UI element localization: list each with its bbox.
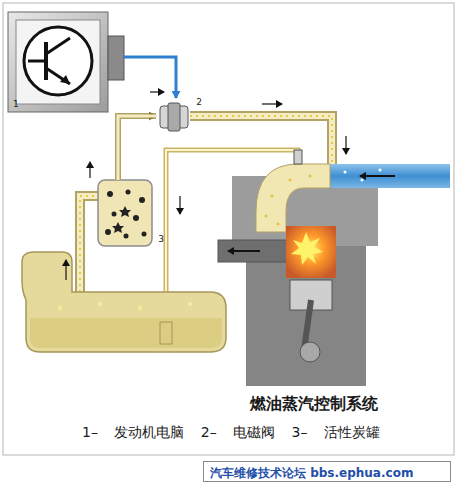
callout-number: 3: [158, 235, 164, 244]
diagram-title: 燃油蒸汽控制系统: [250, 394, 378, 415]
callout-number: 1: [13, 100, 19, 109]
pipe-inner: [118, 116, 156, 180]
watermark-box: 汽车维修技术论坛 bbs.ephua.com: [203, 461, 451, 482]
ecu-node: 1: [8, 12, 124, 112]
vapor-pipe: [118, 116, 156, 180]
solenoid-valve: 2: [156, 98, 204, 132]
watermark: 汽车维修技术论坛 bbs.ephua.com: [210, 465, 413, 482]
charcoal-canister: 3: [98, 180, 166, 246]
signal-wire: [124, 57, 176, 98]
callout-number: 2: [196, 98, 202, 107]
parts-caption: 1– 发动机电脑 2– 电磁阀 3– 活性炭罐: [82, 424, 380, 442]
